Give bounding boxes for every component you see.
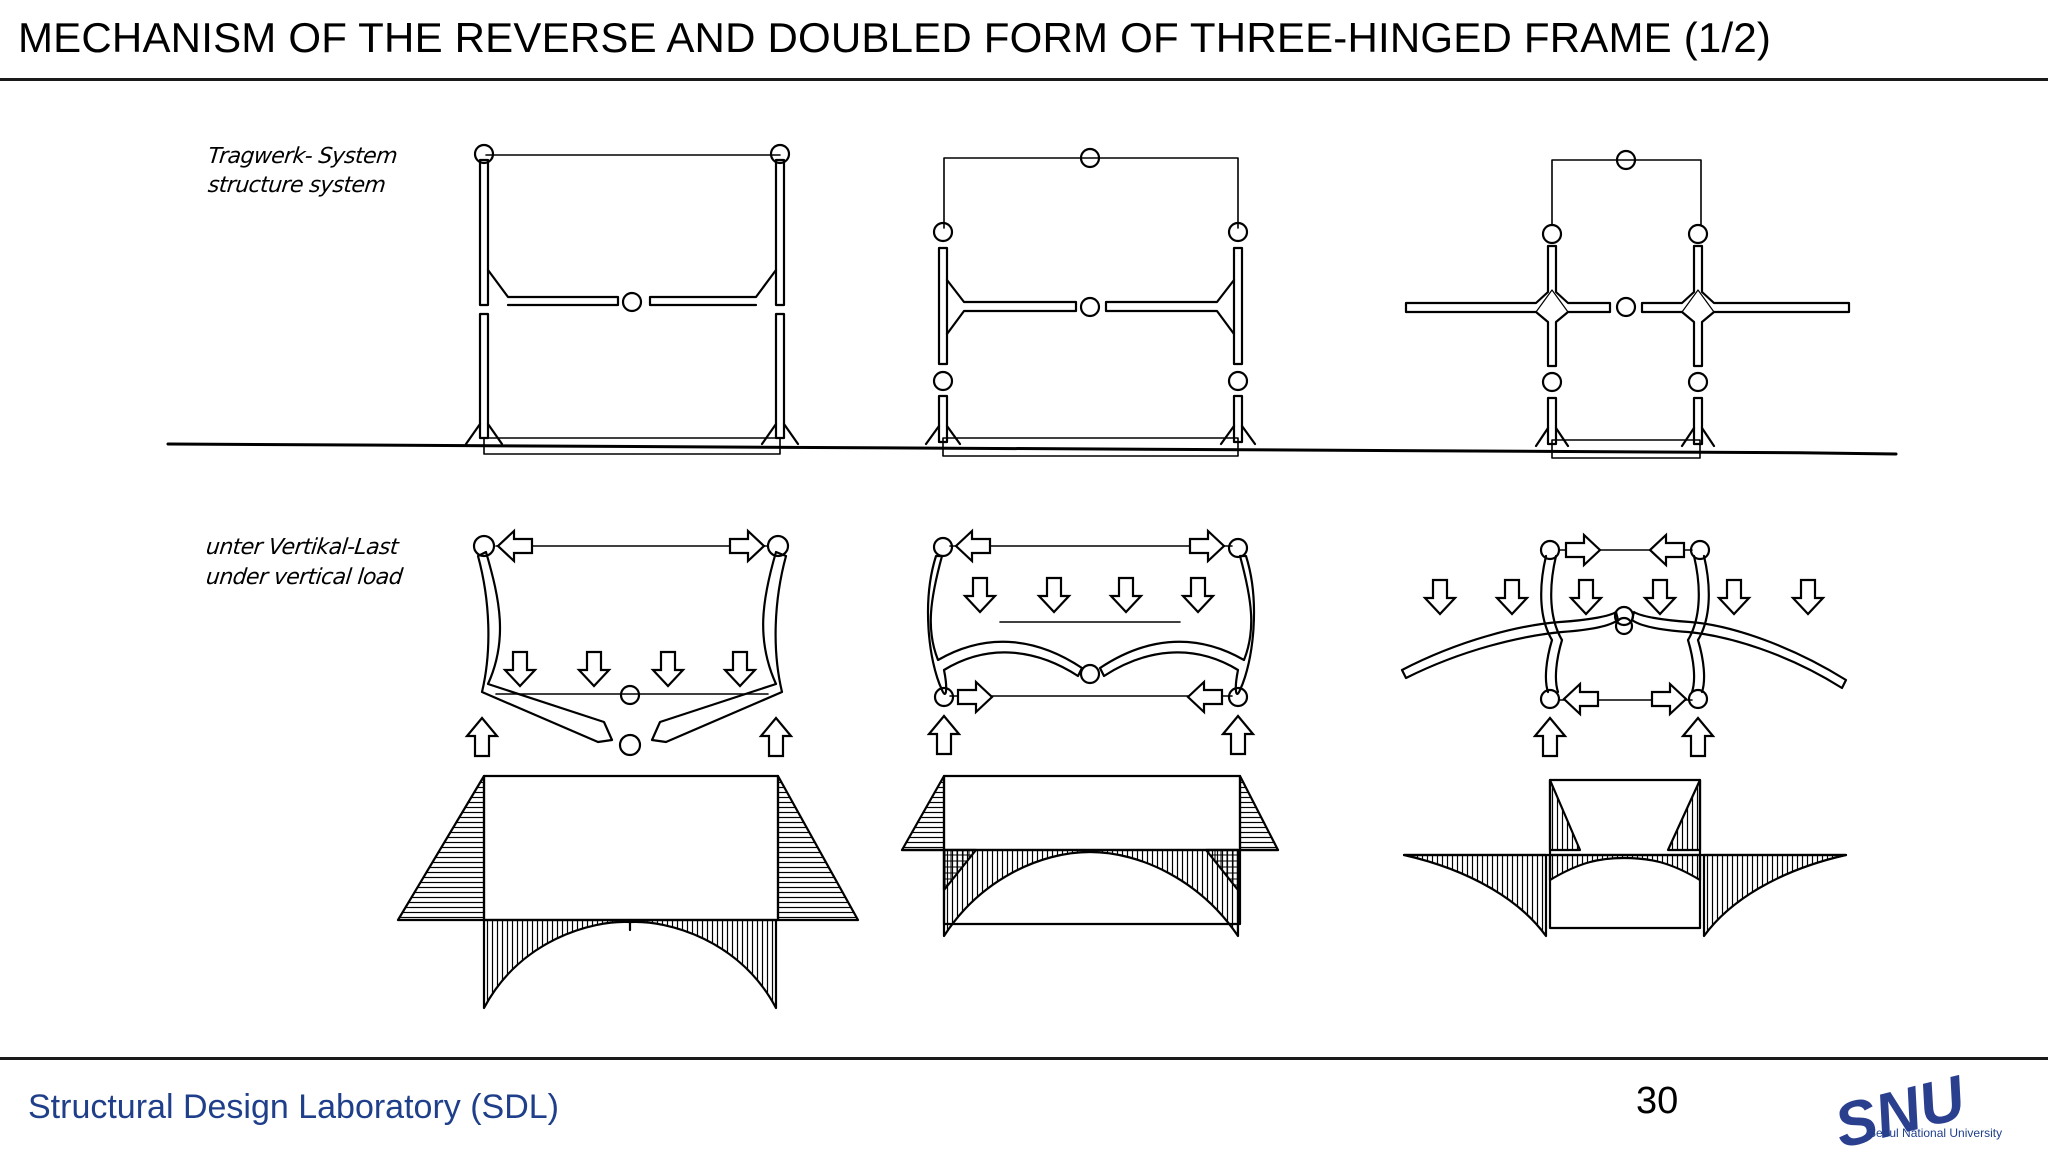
hinge-circle-icon [766, 534, 790, 558]
frame-2-structure [924, 147, 1257, 457]
frame-3-load-arrows [1423, 533, 1825, 758]
footer-lab-name: Structural Design Laboratory (SDL) [28, 1088, 560, 1126]
frame-2-deformed [926, 536, 1256, 708]
hinge-circle-icon [1079, 663, 1101, 685]
snu-logo: SNU [1828, 1068, 1974, 1148]
hinge-circle-icon [932, 221, 954, 243]
hinge-circle-icon [1614, 616, 1634, 636]
hinge-circle-icon [1539, 688, 1561, 710]
footer-divider [0, 1057, 2048, 1060]
ground-line [166, 442, 1898, 456]
hinge-circle-icon [1539, 539, 1561, 561]
hinge-circle-icon [1687, 223, 1709, 245]
hinge-circle-icon [932, 370, 954, 392]
hinge-circle-icon [1227, 221, 1249, 243]
hinge-circle-icon [1079, 147, 1101, 169]
frame-2-load-arrows [927, 529, 1255, 756]
hinge-circle-icon [618, 733, 642, 757]
hinge-circle-icon [1689, 539, 1711, 561]
hinge-circle-icon [932, 536, 954, 558]
moment-diagram-2 [900, 774, 1280, 938]
page-number: 30 [1636, 1080, 1679, 1122]
hinge-circle-icon [621, 291, 643, 313]
frame-1-load-arrows [465, 529, 793, 758]
frame-1-deformed [472, 534, 790, 757]
frame-3-deformed [1400, 539, 1848, 710]
hinge-circle-icon [472, 534, 496, 558]
hinge-circle-icon [1687, 688, 1709, 710]
slide-title: MECHANISM OF THE REVERSE AND DOUBLED FOR… [18, 14, 1772, 61]
hinge-circle-icon [1541, 223, 1563, 245]
hinge-circle-icon [1615, 296, 1637, 318]
hinge-circle-icon [1227, 537, 1249, 559]
moment-diagram-1 [396, 774, 860, 1010]
hinge-circle-icon [619, 684, 641, 706]
header-divider [0, 78, 2048, 81]
hinge-circle-icon [1613, 605, 1635, 627]
hinge-circle-icon [1079, 296, 1101, 318]
hinge-circle-icon [473, 143, 495, 165]
hinge-circle-icon [1541, 371, 1563, 393]
hinge-circle-icon [1687, 371, 1709, 393]
hinge-circle-icon [933, 686, 955, 708]
logo-subtitle: Seoul National University [1868, 1126, 2003, 1140]
hinge-circle-icon [1615, 149, 1637, 171]
frame-3-structure [1404, 149, 1851, 459]
hinge-circle-icon [1227, 686, 1249, 708]
frame-1-structure [464, 143, 800, 455]
hinge-circle-icon [1227, 370, 1249, 392]
moment-diagram-3 [1402, 778, 1848, 938]
hinge-circle-icon [769, 143, 791, 165]
